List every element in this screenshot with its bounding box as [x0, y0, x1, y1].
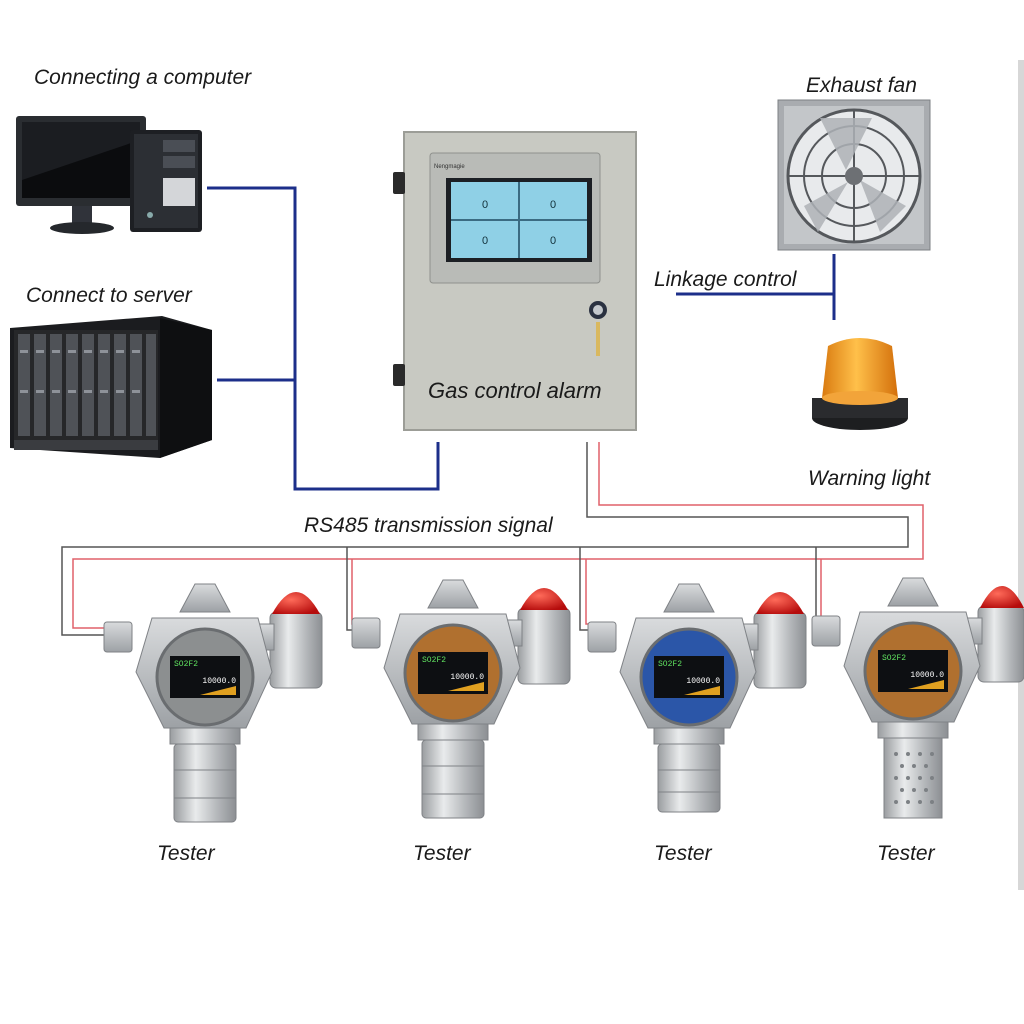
label-rs485: RS485 transmission signal: [304, 514, 553, 537]
gas-control-cabinet: [393, 131, 637, 431]
tester-screen-2: SO2F2 10000.0: [422, 656, 484, 691]
rs485-bus-red: [72, 442, 924, 629]
label-linkage-control: Linkage control: [654, 268, 797, 291]
controller-reading-3: 0: [482, 235, 488, 247]
tester-1-value: 10000.0: [202, 677, 236, 686]
tester-2-gas: SO2F2: [422, 656, 446, 665]
rs485-bus-gray: [61, 442, 909, 636]
label-connecting-computer: Connecting a computer: [34, 66, 252, 89]
tester-screen-4: SO2F2 10000.0: [882, 654, 944, 689]
label-connect-server: Connect to server: [26, 284, 192, 307]
label-tester-4: Tester: [877, 842, 935, 865]
controller-reading-4: 0: [550, 235, 556, 247]
drop-wire-2-red: [351, 559, 355, 625]
tester-device-2: [351, 579, 571, 819]
drop-wire-3-red: [585, 559, 592, 625]
tester-1-gas: SO2F2: [174, 660, 198, 669]
tester-3-gas: SO2F2: [658, 660, 682, 669]
exhaust-fan-illustration: [777, 99, 931, 251]
label-tester-1: Tester: [157, 842, 215, 865]
label-tester-2: Tester: [413, 842, 471, 865]
computer-link-wire: [207, 186, 440, 491]
controller-reading-1: 0: [482, 199, 488, 211]
controller-reading-2: 0: [550, 199, 556, 211]
label-exhaust-fan: Exhaust fan: [806, 74, 917, 97]
tester-3-value: 10000.0: [686, 677, 720, 686]
server-illustration: [10, 316, 212, 458]
computer-illustration: [16, 116, 202, 234]
drop-wire-4-red: [820, 559, 822, 625]
tester-device-4: [811, 577, 1024, 819]
tester-device-3: [587, 583, 807, 813]
tester-device-1: [103, 583, 323, 823]
tester-4-gas: SO2F2: [882, 654, 906, 663]
label-tester-3: Tester: [654, 842, 712, 865]
label-gas-control-alarm: Gas control alarm: [428, 378, 602, 403]
tester-screen-1: SO2F2 10000.0: [174, 660, 236, 695]
label-warning-light: Warning light: [808, 467, 931, 490]
right-edge-bar: [1018, 60, 1024, 890]
controller-brand: Nengmagie: [434, 164, 465, 170]
tester-screen-3: SO2F2 10000.0: [658, 660, 720, 695]
tester-4-value: 10000.0: [910, 671, 944, 680]
warning-beacon-illustration: [812, 338, 908, 430]
tester-2-value: 10000.0: [450, 673, 484, 682]
